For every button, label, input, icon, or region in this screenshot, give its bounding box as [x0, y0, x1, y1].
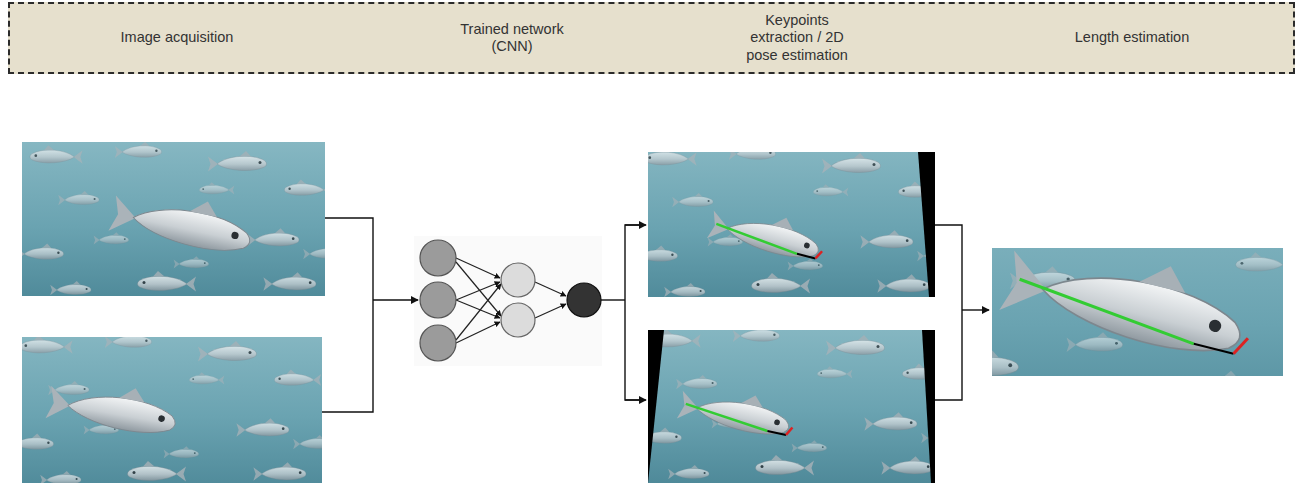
stage-label: Length estimation [1032, 29, 1232, 46]
keypoint-photo [631, 144, 958, 314]
fish-photo [17, 142, 344, 312]
stage-label: Trained network (CNN) [453, 21, 571, 56]
length-photo [944, 187, 1302, 460]
keypoint-photo [635, 326, 962, 483]
fish-photo [7, 332, 334, 483]
flow-arrows [322, 218, 989, 412]
stage-label: Image acquisition [77, 29, 277, 46]
stage-label: Keypoints extraction / 2D pose estimatio… [738, 12, 856, 64]
network-icon [414, 236, 602, 366]
stage-band: Image acquisition Trained network (CNN) Ke… [8, 2, 1295, 74]
